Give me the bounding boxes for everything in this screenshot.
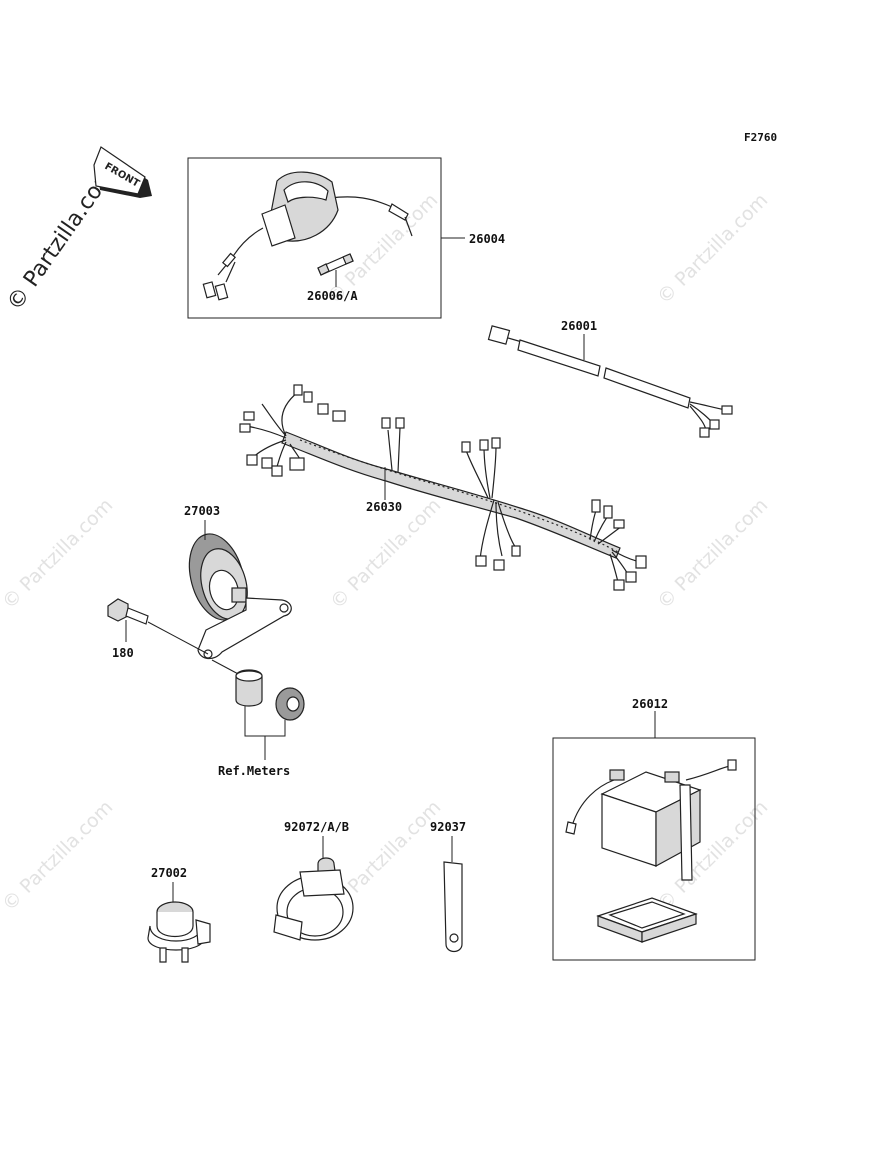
strap <box>443 861 463 953</box>
label-battery: 26012 <box>632 697 668 711</box>
cdi-unit <box>202 171 413 301</box>
bolt <box>107 598 149 625</box>
label-horn: 27003 <box>184 504 220 518</box>
front-arrow-icon: FRONT <box>93 146 152 198</box>
label-switch: 27002 <box>151 866 187 880</box>
label-ref-meters: Ref.Meters <box>218 764 290 778</box>
battery-box <box>552 737 756 961</box>
label-fuse: 26006/A <box>307 289 358 303</box>
watermark-6: © Partzilla.com <box>0 796 117 915</box>
label-main-harness: 26030 <box>366 500 402 514</box>
battery <box>565 759 737 943</box>
horn <box>188 533 292 660</box>
watermark-5: © Partzilla.com <box>653 494 772 613</box>
switch <box>147 901 211 963</box>
fuse <box>317 253 354 276</box>
label-cdi: 26004 <box>469 232 505 246</box>
watermark-3: © Partzilla.com <box>0 494 117 613</box>
figure-code: F2760 <box>744 131 777 144</box>
ref-meters-parts <box>211 659 305 760</box>
label-bolt: 180 <box>112 646 134 660</box>
band <box>273 857 354 941</box>
watermark-2: © Partzilla.com <box>653 189 772 308</box>
label-band: 92072/A/B <box>284 820 349 834</box>
label-strap: 92037 <box>430 820 466 834</box>
label-sub-harness: 26001 <box>561 319 597 333</box>
sub-harness <box>487 325 733 438</box>
main-harness <box>239 384 647 591</box>
